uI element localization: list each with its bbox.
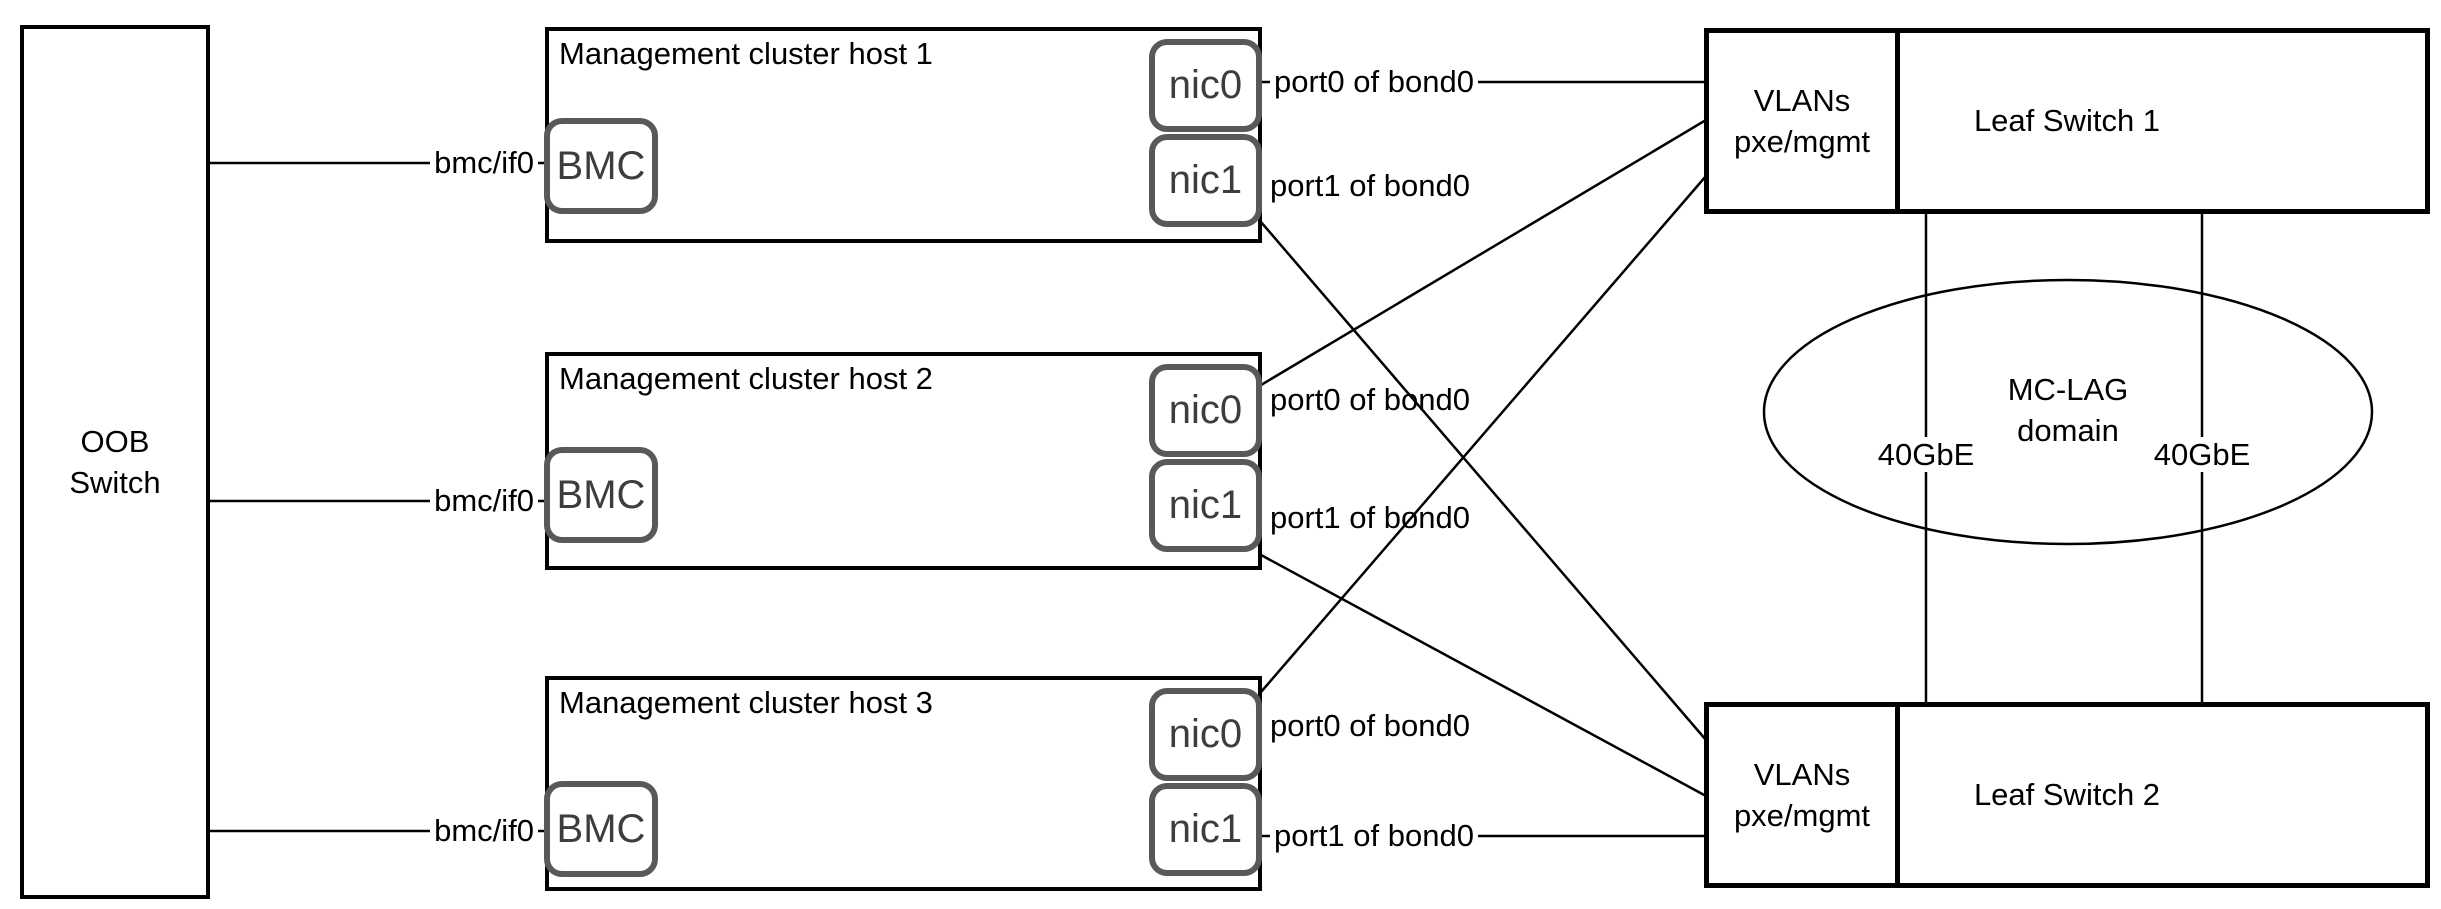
edge-host3-nic0-leaf1 bbox=[1260, 175, 1707, 693]
nic0-module-label: nic0 bbox=[1168, 712, 1243, 756]
leaf-switch-2-box: Leaf Switch 2 VLANs pxe/mgmt bbox=[1704, 702, 2430, 888]
nic0-module-label: nic0 bbox=[1168, 63, 1243, 107]
port1-label-host2: port1 of bond0 bbox=[1270, 498, 1506, 538]
nic0-module-host1: nic0 bbox=[1149, 39, 1262, 132]
40gbe-label-right: 40GbE bbox=[2132, 435, 2272, 475]
oob-switch-label: OOB Switch bbox=[69, 424, 161, 500]
edge-host2-nic0-leaf1 bbox=[1260, 118, 1707, 387]
nic0-module-host2: nic0 bbox=[1149, 364, 1262, 457]
bmc-if0-label-host1: bmc/if0 bbox=[418, 143, 538, 183]
port0-label-text: port0 of bond0 bbox=[1270, 382, 1470, 417]
leaf-switch-1-label: Leaf Switch 1 bbox=[1973, 103, 2161, 138]
nic1-module-label: nic1 bbox=[1168, 807, 1243, 851]
host-box-3: Management cluster host 3 bbox=[545, 676, 1262, 891]
vlans-cell-leaf1: VLANs pxe/mgmt bbox=[1709, 33, 1895, 209]
nic1-module-host1: nic1 bbox=[1149, 134, 1262, 227]
port1-label-text: port1 of bond0 bbox=[1270, 500, 1470, 535]
mclag-domain-ellipse bbox=[1762, 278, 2374, 546]
nic1-module-host2: nic1 bbox=[1149, 459, 1262, 552]
port1-label-text: port1 of bond0 bbox=[1270, 168, 1470, 203]
bmc-if0-label-text: bmc/if0 bbox=[430, 813, 538, 848]
leaf-switch-2-label: Leaf Switch 2 bbox=[1973, 777, 2161, 812]
port1-label-text: port1 of bond0 bbox=[1270, 818, 1478, 853]
port0-label-host1: port0 of bond0 bbox=[1270, 62, 1506, 102]
host-title-1: Management cluster host 1 bbox=[559, 36, 933, 71]
mclag-domain-label-wrap: MC-LAG domain bbox=[1928, 368, 2208, 452]
vlans-label-leaf1: VLANs pxe/mgmt bbox=[1733, 83, 1871, 159]
nic1-module-label: nic1 bbox=[1168, 158, 1243, 202]
host-title-3: Management cluster host 3 bbox=[559, 685, 933, 720]
port0-label-host3: port0 of bond0 bbox=[1270, 706, 1506, 746]
vlans-label-leaf2: VLANs pxe/mgmt bbox=[1733, 757, 1871, 833]
bmc-if0-label-host3: bmc/if0 bbox=[418, 811, 538, 851]
port0-label-text: port0 of bond0 bbox=[1270, 64, 1478, 99]
leaf-switch-1-divider bbox=[1895, 33, 1900, 209]
bmc-module-label: BMC bbox=[556, 472, 646, 517]
bmc-if0-label-host2: bmc/if0 bbox=[418, 481, 538, 521]
leaf-switch-1-box: Leaf Switch 1 VLANs pxe/mgmt bbox=[1704, 28, 2430, 214]
nic0-module-label: nic0 bbox=[1168, 388, 1243, 432]
port0-label-text: port0 of bond0 bbox=[1270, 708, 1470, 743]
bmc-module-label: BMC bbox=[556, 143, 646, 188]
40gbe-label-text: 40GbE bbox=[1873, 437, 1979, 472]
port1-label-host3: port1 of bond0 bbox=[1270, 816, 1506, 856]
bmc-if0-label-text: bmc/if0 bbox=[430, 483, 538, 518]
host-box-2: Management cluster host 2 bbox=[545, 352, 1262, 570]
host-box-1: Management cluster host 1 bbox=[545, 27, 1262, 243]
edge-host2-nic1-leaf2 bbox=[1260, 553, 1707, 798]
port0-label-host2: port0 of bond0 bbox=[1270, 380, 1506, 420]
bmc-module-host2: BMC bbox=[544, 447, 658, 543]
40gbe-label-left: 40GbE bbox=[1856, 435, 1996, 475]
bmc-if0-label-text: bmc/if0 bbox=[430, 145, 538, 180]
oob-switch-box: OOB Switch bbox=[20, 25, 210, 899]
port1-label-host1: port1 of bond0 bbox=[1270, 166, 1506, 206]
leaf-switch-2-divider bbox=[1895, 707, 1900, 883]
mclag-domain-label: MC-LAG domain bbox=[2007, 372, 2129, 448]
nic1-module-label: nic1 bbox=[1168, 483, 1243, 527]
40gbe-label-text: 40GbE bbox=[2149, 437, 2255, 472]
bmc-module-label: BMC bbox=[556, 806, 646, 851]
nic0-module-host3: nic0 bbox=[1149, 688, 1262, 781]
bmc-module-host1: BMC bbox=[544, 118, 658, 214]
host-title-2: Management cluster host 2 bbox=[559, 361, 933, 396]
nic1-module-host3: nic1 bbox=[1149, 783, 1262, 876]
edge-host1-nic1-leaf2 bbox=[1260, 221, 1707, 741]
bmc-module-host3: BMC bbox=[544, 781, 658, 877]
vlans-cell-leaf2: VLANs pxe/mgmt bbox=[1709, 707, 1895, 883]
